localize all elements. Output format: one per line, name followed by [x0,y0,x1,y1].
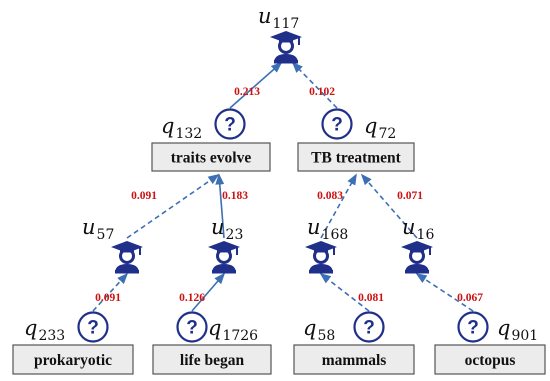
node-label-subscript: 132 [175,126,202,142]
question-mark-glyph: ? [186,318,198,339]
edge-weight-q72-to-u117: 0.102 [309,86,335,98]
edge-u168-to-q72 [320,173,357,239]
node-label-subscript: 901 [511,328,538,344]
question-icon: ? [214,108,246,140]
graduate-user-icon [208,241,240,274]
edge-u57-to-q132 [126,174,220,239]
question-mark-glyph: ? [331,115,343,136]
topic-box-q1726: life began [152,344,272,375]
question-icon: ? [176,311,208,343]
edge-q72-to-u117 [291,61,338,109]
topic-label-q132: traits evolve [171,150,252,167]
node-label-subscript: 16 [417,227,435,243]
node-label-base: q [364,114,377,138]
node-label-base: u [82,215,96,239]
node-label-base: q [161,114,174,138]
edges-layer [92,61,474,312]
edge-weight-q233-to-u57: 0.091 [95,292,121,304]
topic-box-frame [434,344,546,375]
node-label-q72: q72 [364,114,396,142]
topic-label-q901: octopus [465,352,516,369]
topic-box-q58: mammals [293,344,415,375]
graduate-user-icon [305,241,337,274]
node-label-base: q [208,316,221,340]
node-label-u16: u16 [402,215,434,243]
topic-box-frame [12,344,134,375]
node-label-subscript: 23 [226,227,244,243]
icons-layer: ?????? [77,31,489,343]
node-label-base: u [307,215,321,239]
topic-box-q901: octopus [434,344,546,375]
node-label-base: u [211,215,225,239]
node-label-subscript: 57 [97,227,115,243]
edge-weight-q132-to-u117: 0.213 [234,86,260,98]
graduate-user-icon [270,31,302,64]
question-icon: ? [457,311,489,343]
edge-q132-to-u117 [229,61,283,109]
topic-box-q132: traits evolve [151,142,271,172]
node-label-q132: q132 [161,114,202,142]
topic-box-frame [297,142,415,172]
question-icon: ? [353,311,385,343]
node-label-subscript: 1726 [222,328,258,344]
node-label-subscript: 168 [322,227,349,243]
node-label-u23: u23 [211,215,243,243]
topic-boxes-layer: traits evolve TB treatment prokaryotic life… [12,142,546,375]
question-icon: ? [77,311,109,343]
edge-q1726-to-u23 [191,272,226,312]
topic-box-frame [293,344,415,375]
edge-q58-to-u168 [319,272,370,312]
node-label-subscript: 72 [378,126,396,142]
topic-box-frame [151,142,271,172]
node-label-u168: u168 [307,215,348,243]
graduate-user-icon [111,241,143,274]
edge-weight-q901-to-u16: 0.067 [457,292,483,304]
node-label-q233: q233 [24,316,65,344]
edge-weight-u168-to-q72: 0.083 [317,190,343,202]
node-label-base: q [303,316,316,340]
node-label-base: u [402,215,416,239]
topic-label-q58: mammals [322,352,387,369]
topic-label-q233: prokaryotic [34,352,112,369]
topic-box-q72: TB treatment [297,142,415,172]
question-mark-glyph: ? [363,318,375,339]
question-icon: ? [321,108,353,140]
edge-weight-u57-to-q132: 0.091 [131,190,157,202]
edge-weight-q1726-to-u23: 0.126 [179,292,205,304]
question-mark-glyph: ? [224,115,236,136]
topic-box-frame [152,344,272,375]
node-label-u117: u117 [258,4,299,32]
node-label-u57: u57 [82,215,114,243]
node-label-base: q [24,316,37,340]
node-label-subscript: 233 [38,328,65,344]
question-mark-glyph: ? [87,318,99,339]
node-label-q901: q901 [497,316,538,344]
edge-u23-to-q132 [215,173,225,239]
node-label-base: u [258,4,272,28]
node-label-subscript: 117 [273,16,300,32]
edge-weight-q58-to-u168: 0.081 [358,292,384,304]
node-label-q58: q58 [303,316,335,344]
edge-weight-u16-to-q72: 0.071 [397,190,423,202]
graduate-user-icon [401,241,433,274]
node-label-base: q [497,316,510,340]
edge-weight-u23-to-q132: 0.183 [222,190,248,202]
edge-u16-to-q72 [360,173,418,239]
node-label-subscript: 58 [317,328,335,344]
question-mark-glyph: ? [467,318,479,339]
topic-box-q233: prokaryotic [12,344,134,375]
topic-label-q1726: life began [180,352,245,369]
labels-layer: 0.213 0.102 0.091 0.183 0.083 0.071 0.091 0.126… [24,4,538,344]
topic-label-q72: TB treatment [311,150,402,167]
node-label-q1726: q1726 [208,316,258,344]
edge-q901-to-u16 [415,273,474,312]
